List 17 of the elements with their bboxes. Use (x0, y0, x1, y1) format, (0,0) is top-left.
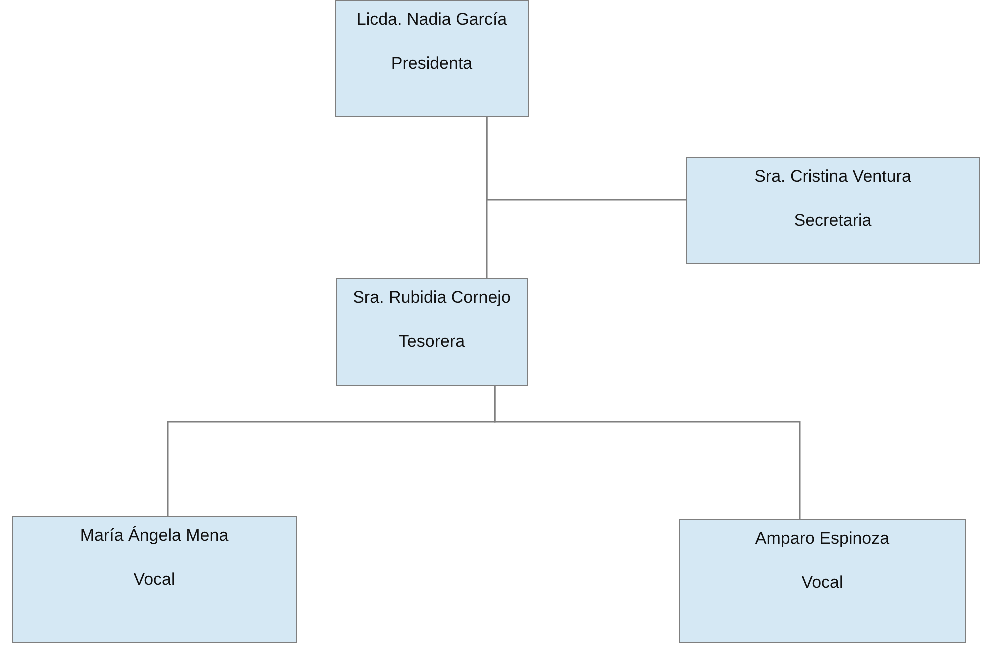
org-box (335, 0, 529, 117)
role-title: Secretaria (794, 210, 872, 232)
person-name: María Ángela Mena (80, 525, 229, 547)
org-box (12, 516, 297, 643)
org-box (336, 278, 528, 386)
role-title: Vocal (134, 569, 176, 591)
person-name: Sra. Rubidia Cornejo (353, 287, 511, 309)
connector-line (486, 117, 488, 278)
person-name: Licda. Nadia García (356, 9, 508, 31)
role-title: Presidenta (391, 53, 473, 75)
org-box (679, 519, 966, 643)
org-box (686, 157, 980, 264)
role-title: Tesorera (398, 331, 466, 353)
connector-line (494, 386, 801, 519)
person-name: Amparo Espinoza (755, 528, 890, 550)
person-name: Sra. Cristina Ventura (754, 166, 912, 188)
role-title: Vocal (802, 572, 844, 594)
